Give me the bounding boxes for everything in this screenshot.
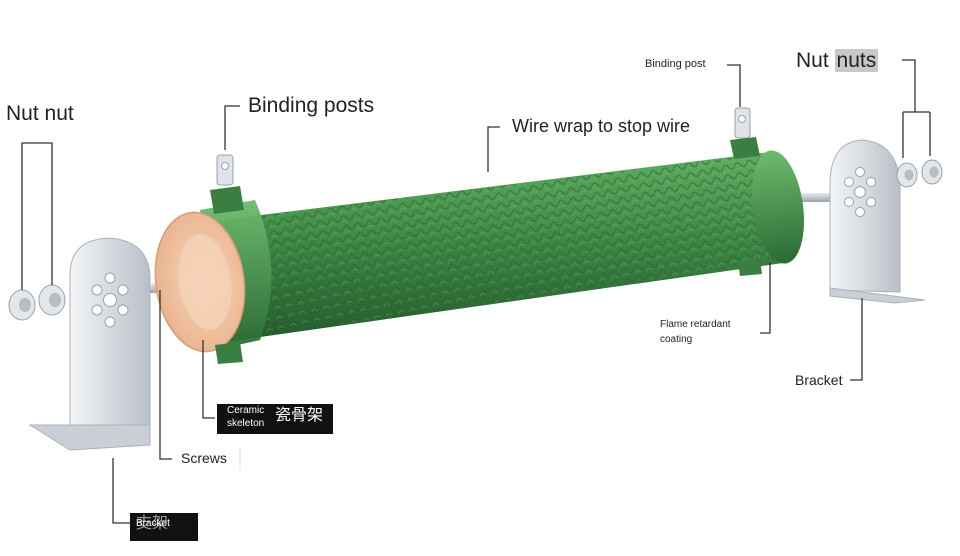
tag-bracket: Bracket 支架 bbox=[130, 513, 198, 541]
right-bracket bbox=[829, 139, 926, 304]
left-bracket-holes bbox=[91, 272, 129, 328]
label-binding-post: Binding post bbox=[645, 58, 706, 70]
binding-post-right bbox=[730, 107, 760, 159]
label-nut-right: Nut nuts bbox=[796, 49, 879, 73]
right-end-cap bbox=[752, 150, 804, 264]
resistor-tube bbox=[154, 150, 804, 353]
nut-icon bbox=[896, 162, 918, 188]
tag-ceramic-skeleton: Ceramic skeleton 瓷骨架 bbox=[217, 404, 333, 434]
nut-icon bbox=[8, 289, 36, 321]
leader-lines bbox=[21, 59, 931, 524]
nut-icon bbox=[38, 284, 66, 316]
left-nuts bbox=[8, 284, 66, 321]
right-bracket-holes bbox=[844, 167, 876, 217]
label-nut-left: Nut nut bbox=[6, 102, 74, 125]
right-rod bbox=[790, 193, 830, 202]
label-screws: Screws bbox=[181, 450, 227, 466]
nut-icon bbox=[921, 159, 943, 185]
binding-post-left bbox=[210, 154, 244, 214]
label-wire-wrap: Wire wrap to stop wire bbox=[512, 116, 691, 136]
right-nuts bbox=[896, 159, 943, 188]
label-binding-posts: Binding posts bbox=[248, 94, 375, 117]
bottom-tabs bbox=[215, 259, 762, 364]
left-bracket bbox=[28, 237, 151, 451]
label-bracket-right: Bracket bbox=[795, 372, 843, 388]
label-flame-retardant: Flame retardant coating bbox=[660, 319, 731, 345]
